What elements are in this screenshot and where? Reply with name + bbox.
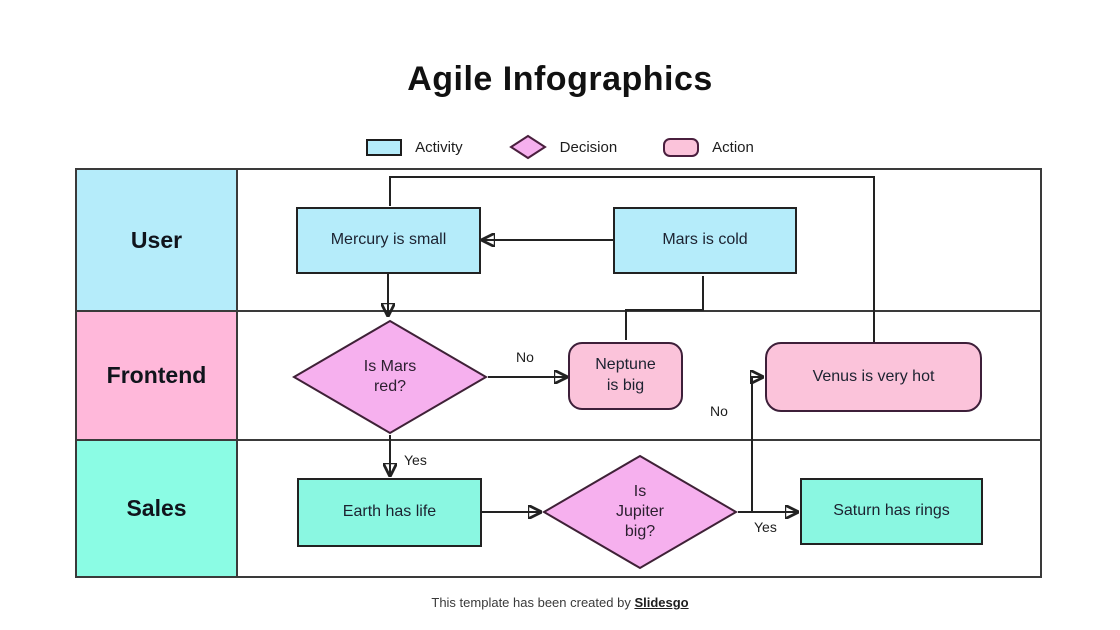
lane-label-sales: Sales — [77, 441, 238, 576]
footer-text: This template has been created by — [431, 595, 635, 610]
page-title: Agile Infographics — [407, 60, 713, 98]
node-saturn: Saturn has rings — [800, 478, 983, 545]
edge-label-yes-mars: Yes — [404, 452, 427, 468]
node-earth: Earth has life — [297, 478, 482, 547]
legend-item-decision: Decision — [508, 134, 618, 160]
node-venus: Venus is very hot — [765, 342, 982, 412]
decision-shape — [292, 319, 488, 435]
node-neptune: Neptune is big — [568, 342, 683, 410]
node-is-mars-red: Is Mars red? — [292, 319, 488, 435]
lane-label-frontend: Frontend — [77, 312, 238, 439]
lane-row-user: User — [77, 170, 1040, 310]
legend-label-action: Action — [712, 138, 754, 156]
node-is-jupiter-big: Is Jupiter big? — [542, 454, 738, 570]
node-is-mars-red-label: Is Mars red? — [363, 358, 417, 395]
node-mars: Mars is cold — [613, 207, 797, 274]
lane-row-frontend: Frontend — [77, 310, 1040, 439]
decision-diamond-icon — [508, 134, 547, 160]
activity-swatch-icon — [366, 138, 403, 156]
node-is-jupiter-big-label: Is Jupiter big? — [615, 483, 665, 540]
slidesgo-link[interactable]: Slidesgo — [634, 595, 689, 610]
action-swatch-icon — [663, 137, 700, 157]
lane-row-sales: Sales — [77, 439, 1040, 576]
edge-label-yes-jupiter: Yes — [754, 519, 777, 535]
edge-label-no-mars: No — [516, 349, 534, 365]
node-mercury: Mercury is small — [296, 207, 481, 274]
legend: Activity Decision Action — [0, 134, 1120, 160]
swimlane-table: User Frontend Sales — [75, 168, 1042, 578]
footer-credit: This template has been created by Slides… — [0, 595, 1120, 610]
legend-label-activity: Activity — [415, 138, 463, 156]
edge-label-no-jupiter: No — [710, 403, 728, 419]
decision-shape — [542, 454, 738, 570]
legend-label-decision: Decision — [559, 138, 618, 156]
legend-item-activity: Activity — [366, 138, 463, 156]
lane-label-user: User — [77, 170, 238, 310]
legend-item-action: Action — [663, 137, 754, 157]
